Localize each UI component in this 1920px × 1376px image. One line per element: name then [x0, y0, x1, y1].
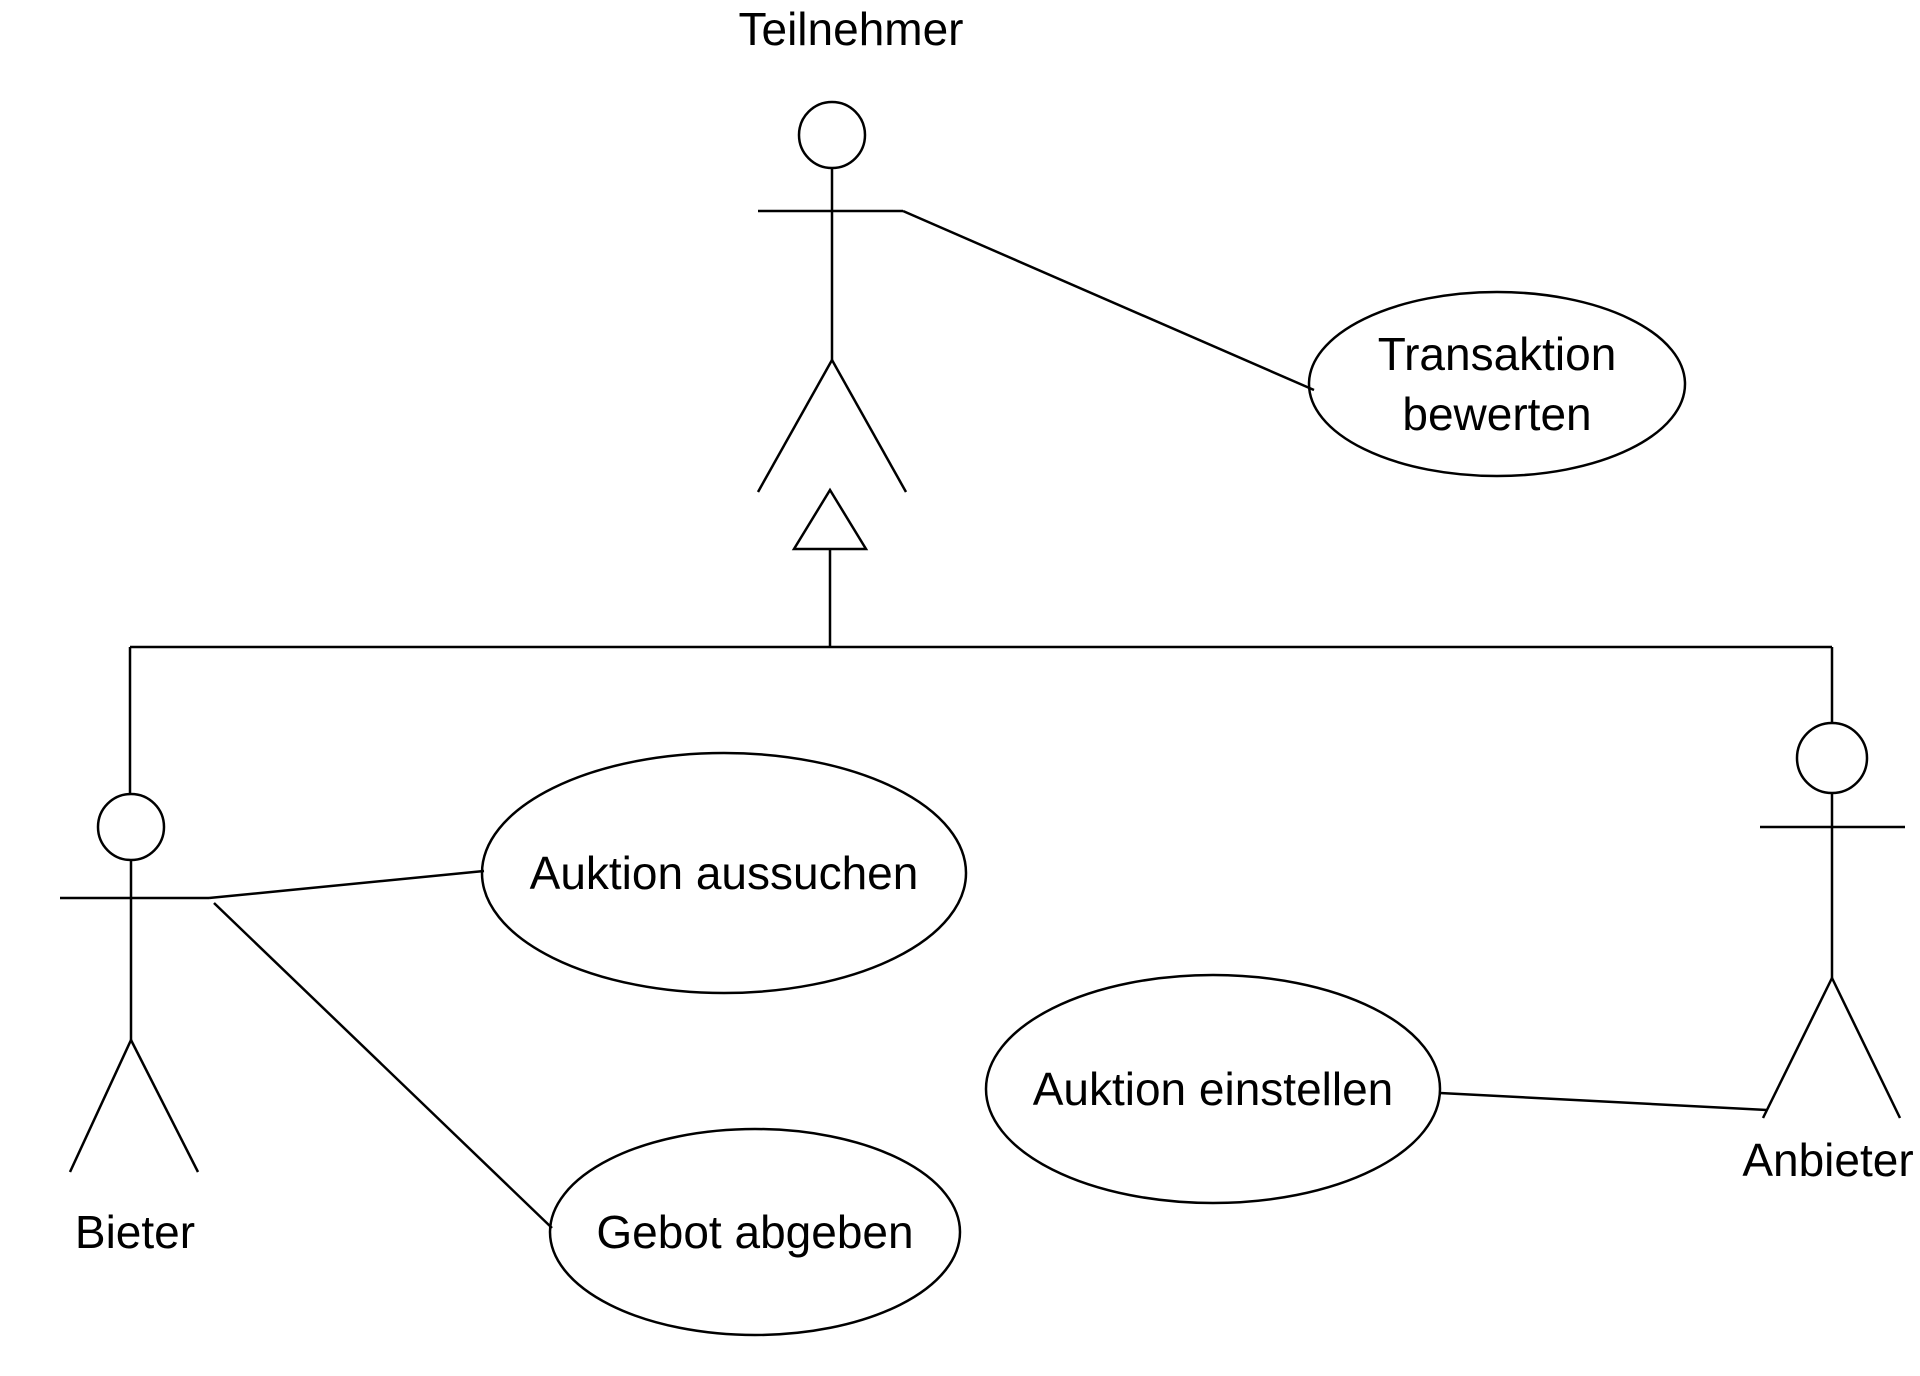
- actor-teilnehmer-label: Teilnehmer: [739, 3, 964, 55]
- actor-teilnehmer: Teilnehmer: [739, 3, 964, 493]
- use-case-auktion-aussuchen: Auktion aussuchen: [480, 751, 968, 995]
- generalization-triangle-icon: [791, 487, 869, 551]
- actor-teilnehmer-leg-right: [830, 359, 908, 493]
- use-case-auktion-aussuchen-ellipse: [480, 751, 968, 995]
- use-case-auktion-einstellen: Auktion einstellen: [984, 973, 1442, 1205]
- use-case-gebot-abgeben-ellipse: [548, 1127, 962, 1337]
- actor-anbieter-label: Anbieter: [1742, 1134, 1913, 1186]
- actor-bieter-leg-right: [129, 1039, 200, 1173]
- actor-anbieter-leg-right: [1830, 977, 1902, 1119]
- actor-teilnehmer-head: [797, 100, 867, 170]
- actor-anbieter: Anbieter: [1742, 721, 1914, 1186]
- actor-anbieter-leg-left: [1761, 977, 1834, 1119]
- use-case-transaktion-bewerten-label-line2: bewerten: [1402, 388, 1591, 440]
- actor-bieter-head: [96, 792, 166, 862]
- use-case-auktion-einstellen-ellipse: [984, 973, 1442, 1205]
- association-anbieter-auktion-einstellen: [1439, 1091, 1768, 1112]
- actor-teilnehmer-leg-left: [756, 359, 834, 493]
- use-case-gebot-abgeben: Gebot abgeben: [548, 1127, 962, 1337]
- use-case-transaktion-bewerten: Transaktion bewerten: [1307, 290, 1687, 478]
- actor-anbieter-head: [1795, 721, 1869, 795]
- association-bieter-auktion-aussuchen: [208, 869, 485, 900]
- use-case-auktion-einstellen-label: Auktion einstellen: [1033, 1063, 1394, 1115]
- actor-bieter-label: Bieter: [75, 1206, 195, 1258]
- use-case-transaktion-bewerten-ellipse: [1307, 290, 1687, 478]
- associations: [208, 209, 1768, 1229]
- generalization-connector: [128, 487, 1834, 794]
- use-case-gebot-abgeben-label: Gebot abgeben: [596, 1206, 913, 1258]
- use-case-auktion-aussuchen-label: Auktion aussuchen: [530, 847, 919, 899]
- association-teilnehmer-transaktion-bewerten: [902, 209, 1315, 392]
- use-case-transaktion-bewerten-label-line1: Transaktion: [1378, 328, 1617, 380]
- association-bieter-gebot-abgeben: [213, 902, 553, 1229]
- actor-bieter-leg-left: [68, 1039, 133, 1173]
- actor-bieter: Bieter: [60, 792, 209, 1258]
